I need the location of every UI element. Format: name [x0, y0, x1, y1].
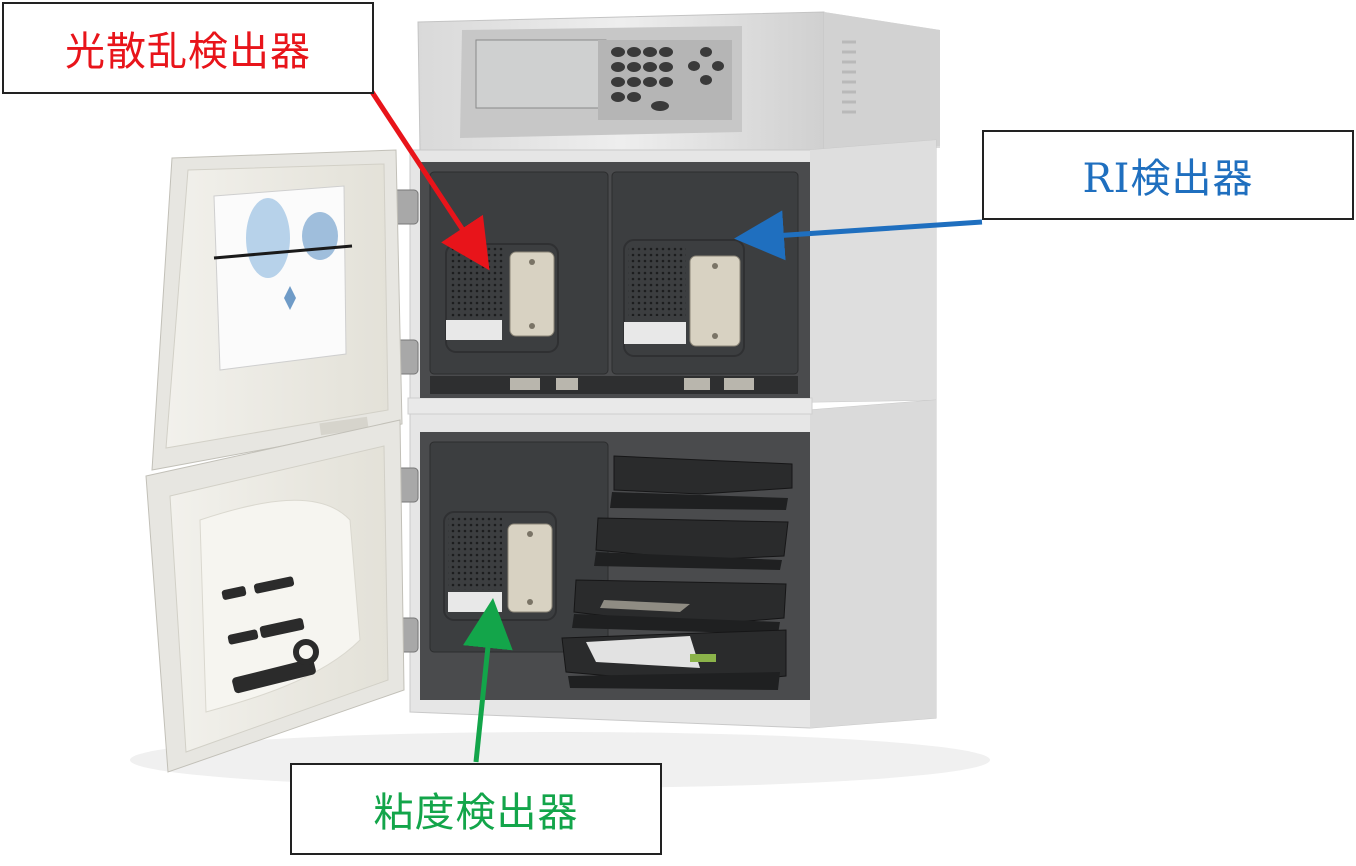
drawers: [561, 455, 793, 690]
ri-module: [611, 171, 799, 375]
ri-detector-text: RI検出器: [1082, 156, 1254, 202]
flow-cell-plate: [507, 523, 553, 613]
light-scattering-module: [429, 171, 609, 375]
lower-door: [145, 419, 405, 773]
light-scattering-detector-text: 光散乱検出器: [65, 29, 311, 75]
light-scattering-detector-label: 光散乱検出器: [2, 2, 374, 94]
viscosity-detector-text: 粘度検出器: [373, 790, 579, 836]
manual-booklet: [213, 185, 353, 371]
upper-door: [151, 149, 403, 471]
upper-compartment: [420, 162, 810, 398]
ri-detector-label: RI検出器: [982, 130, 1354, 220]
arrow-light-scattering: [369, 90, 490, 271]
arrow-viscosity: [463, 598, 513, 763]
flow-cell-plate: [689, 255, 741, 347]
flow-cell-plate: [509, 251, 555, 337]
tool-set: [221, 576, 319, 694]
viscosity-detector-label: 粘度検出器: [290, 763, 662, 855]
arrow-ri: [734, 210, 983, 261]
keypad-buttons: [611, 47, 724, 111]
vent-slots: [842, 40, 856, 114]
control-module: [417, 11, 940, 151]
lower-compartment: [420, 432, 810, 700]
display-screen: [475, 39, 607, 109]
